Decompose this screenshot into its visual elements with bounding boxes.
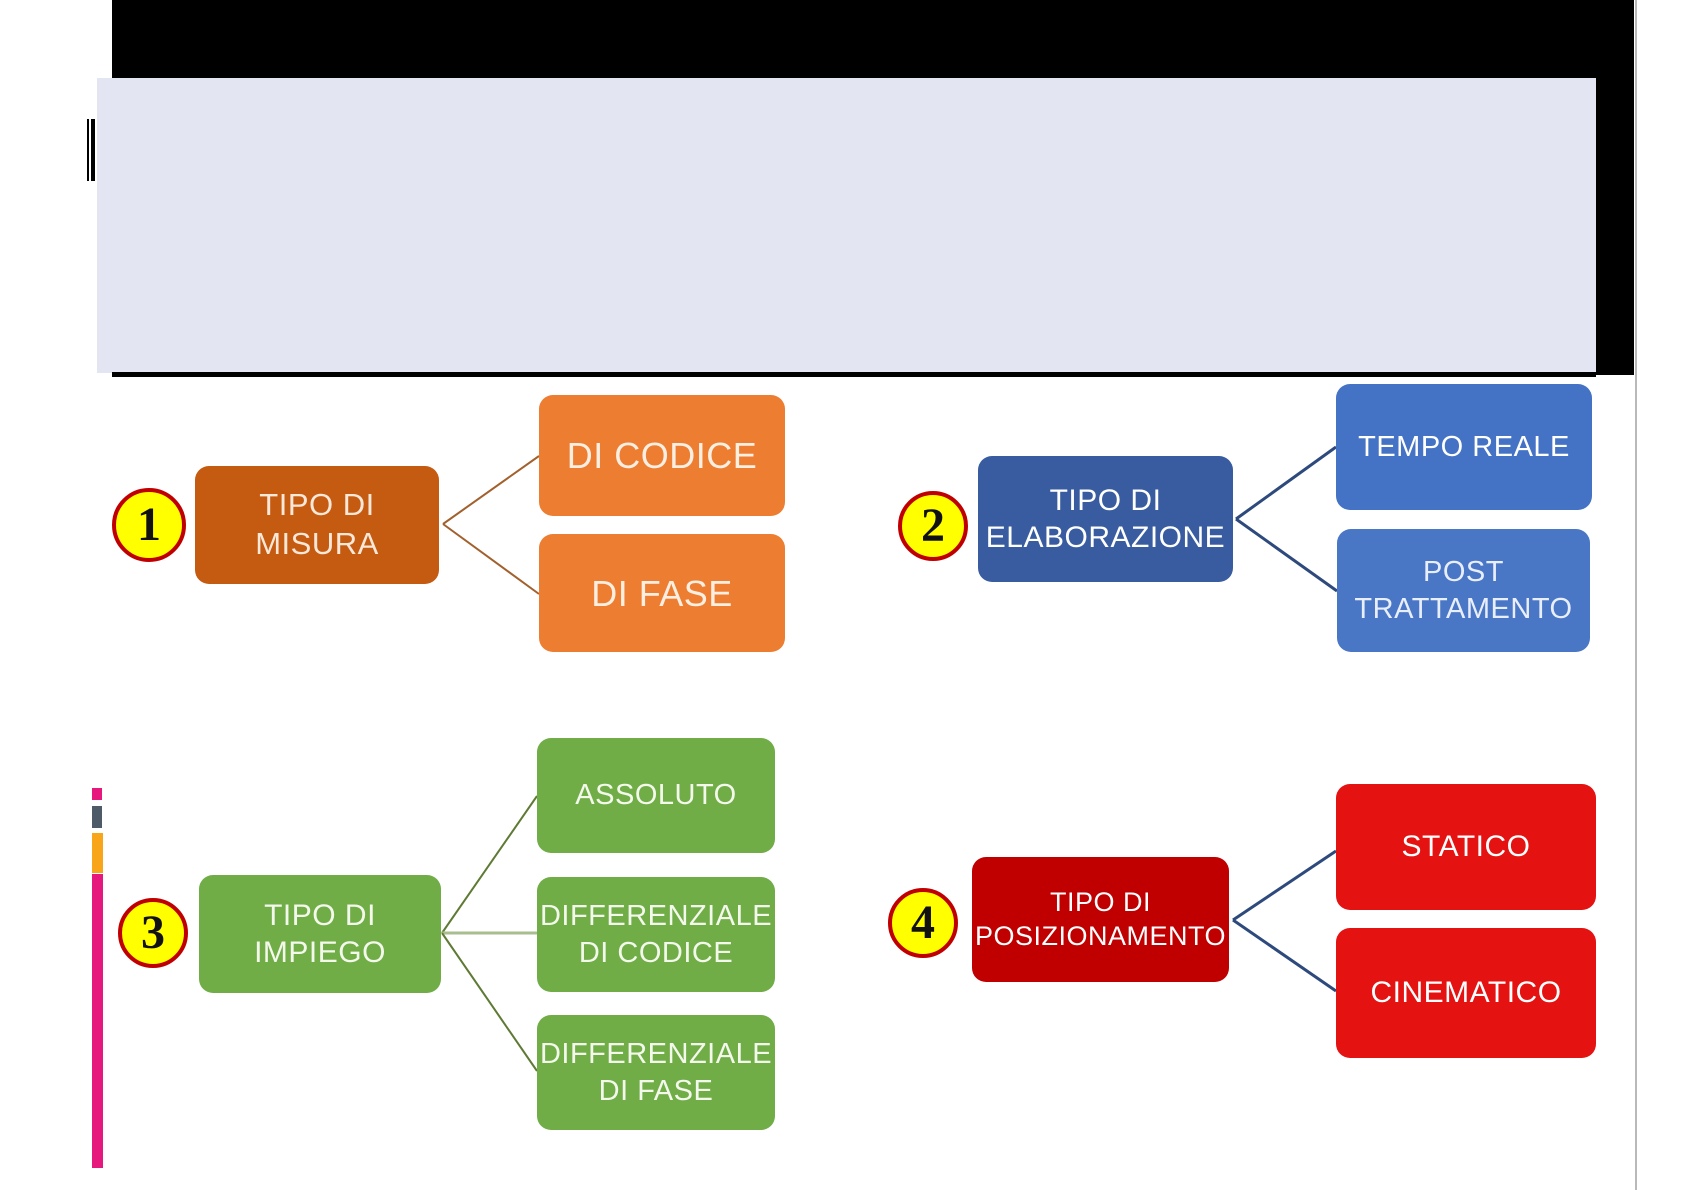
top-black-bar (112, 0, 1634, 78)
badge-number: 3 (141, 906, 165, 959)
connector-g3-up (441, 795, 538, 934)
parent-box-tipo-di-impiego[interactable]: TIPO DI IMPIEGO (199, 875, 441, 993)
margin-chip-pink (92, 788, 102, 800)
child-box-differenziale-di-codice[interactable]: DIFFERENZIALE DI CODICE (537, 877, 775, 992)
numbered-badge-4[interactable]: 4 (888, 888, 958, 958)
slide-title-placeholder[interactable] (97, 78, 1596, 373)
child-box-assoluto[interactable]: ASSOLUTO (537, 738, 775, 853)
text-cursor-bar (87, 119, 89, 181)
margin-chip-orange (92, 833, 103, 873)
connector-g1-down (442, 523, 540, 595)
numbered-badge-3[interactable]: 3 (118, 898, 188, 968)
right-black-column (1596, 0, 1634, 375)
child-box-cinematico[interactable]: CINEMATICO (1336, 928, 1596, 1058)
slide-right-edge-line (1635, 0, 1637, 1190)
child-box-statico[interactable]: STATICO (1336, 784, 1596, 910)
numbered-badge-1[interactable]: 1 (112, 488, 186, 562)
child-box-di-fase[interactable]: DI FASE (539, 534, 785, 652)
child-box-di-codice[interactable]: DI CODICE (539, 395, 785, 516)
child-box-post-trattamento[interactable]: POST TRATTAMENTO (1337, 529, 1590, 652)
connector-g4-up (1232, 849, 1337, 922)
badge-number: 4 (911, 896, 935, 949)
title-underline (112, 372, 1596, 377)
connector-g3-down (441, 932, 538, 1072)
connector-g2-down (1235, 517, 1338, 593)
connector-g2-up (1235, 445, 1337, 521)
connector-g4-down (1232, 918, 1337, 993)
numbered-badge-2[interactable]: 2 (898, 491, 968, 561)
badge-number: 1 (137, 498, 161, 551)
parent-box-tipo-di-posizionamento[interactable]: TIPO DI POSIZIONAMENTO (972, 857, 1229, 982)
badge-number: 2 (921, 499, 945, 552)
margin-chip-slate (92, 806, 102, 828)
margin-bar-magenta (92, 874, 103, 1168)
text-cursor-bar (91, 119, 95, 181)
child-box-tempo-reale[interactable]: TEMPO REALE (1336, 384, 1592, 510)
child-box-differenziale-di-fase[interactable]: DIFFERENZIALE DI FASE (537, 1015, 775, 1130)
parent-box-tipo-di-misura[interactable]: TIPO DI MISURA (195, 466, 439, 584)
connector-g1-up (442, 455, 540, 525)
parent-box-tipo-di-elaborazione[interactable]: TIPO DI ELABORAZIONE (978, 456, 1233, 582)
